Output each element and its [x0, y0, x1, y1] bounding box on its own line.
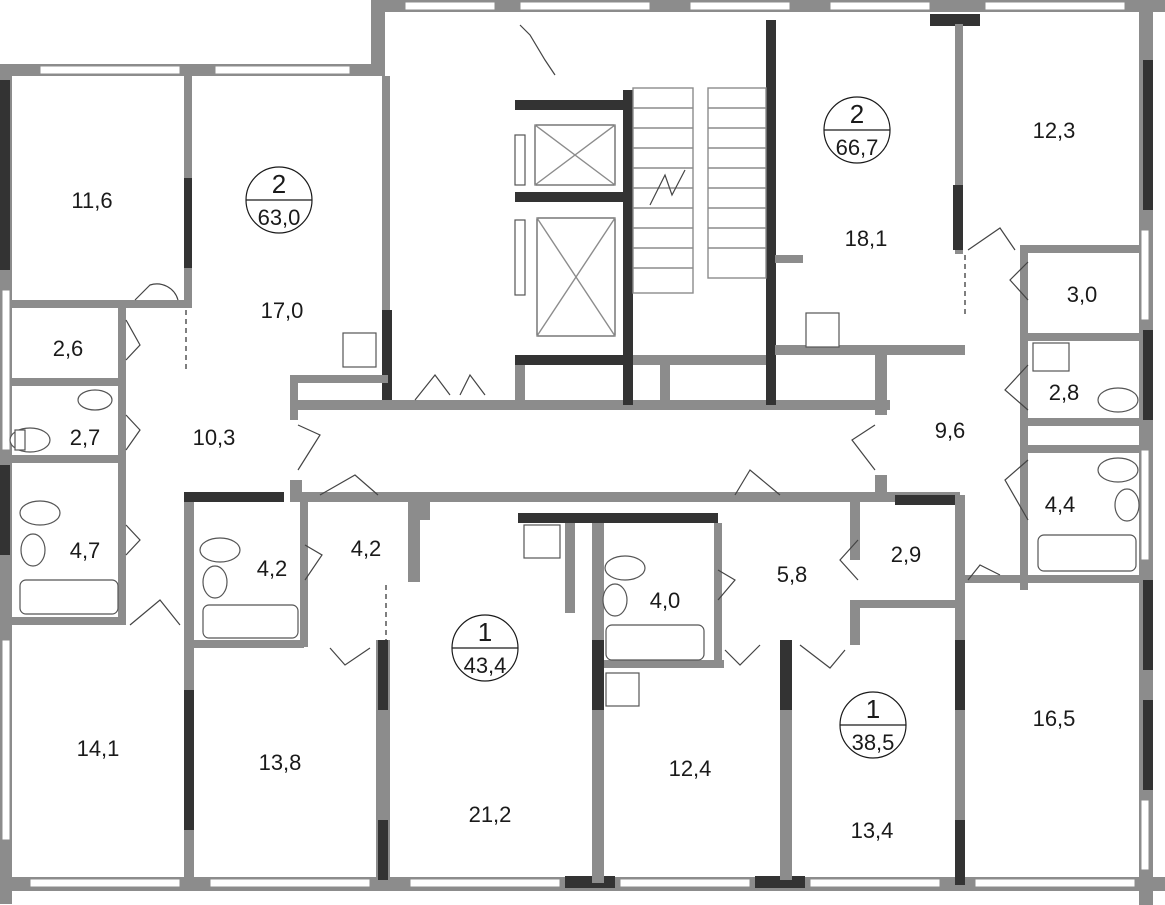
apartment-badge-2-right: 2 66,7 [823, 96, 891, 164]
room-area-label: 4,4 [1045, 492, 1076, 517]
apartment-badge-1-center: 1 43,4 [451, 614, 519, 682]
apartment-area: 63,0 [258, 205, 301, 230]
room-area-label: 16,5 [1033, 706, 1076, 731]
apartment-rooms: 1 [866, 694, 880, 724]
room-area-label: 2,8 [1049, 380, 1080, 405]
apartment-badge-2-left: 2 63,0 [245, 166, 313, 234]
room-area-label: 4,0 [650, 588, 681, 613]
room-area-label: 21,2 [469, 802, 512, 827]
room-area-label: 17,0 [261, 298, 304, 323]
interior-walls [12, 20, 1140, 885]
room-area-label: 2,9 [891, 542, 922, 567]
room-area-label: 10,3 [193, 425, 236, 450]
room-area-label: 4,2 [351, 536, 382, 561]
room-area-label: 14,1 [77, 736, 120, 761]
room-area-label: 12,3 [1033, 118, 1076, 143]
apartment-area: 66,7 [836, 135, 879, 160]
fixtures [9, 312, 1140, 707]
apartment-area: 43,4 [464, 653, 507, 678]
windows [1, 1, 1150, 888]
room-area-label: 18,1 [845, 226, 888, 251]
room-area-label: 11,6 [71, 188, 112, 213]
apartment-area: 38,5 [852, 730, 895, 755]
room-area-label: 5,8 [777, 562, 808, 587]
room-area-label: 12,4 [669, 756, 712, 781]
apartment-rooms: 1 [478, 617, 492, 647]
apartment-badge-1-right: 1 38,5 [839, 691, 907, 759]
room-area-label: 3,0 [1067, 282, 1098, 307]
elevators [514, 124, 616, 337]
room-labels: 11,6 17,0 2,6 2,7 10,3 4,7 14,1 4,2 4,2 … [53, 118, 1098, 843]
room-area-label: 4,7 [70, 538, 101, 563]
stairs [632, 87, 767, 294]
apartment-rooms: 2 [272, 169, 286, 199]
room-area-label: 2,7 [70, 425, 101, 450]
room-area-label: 2,6 [53, 336, 84, 361]
openings [185, 255, 966, 640]
room-area-label: 13,8 [259, 750, 302, 775]
room-area-label: 9,6 [935, 418, 966, 443]
room-area-label: 13,4 [851, 818, 894, 843]
doors [125, 24, 1029, 669]
apartment-rooms: 2 [850, 99, 864, 129]
room-area-label: 4,2 [257, 556, 288, 581]
